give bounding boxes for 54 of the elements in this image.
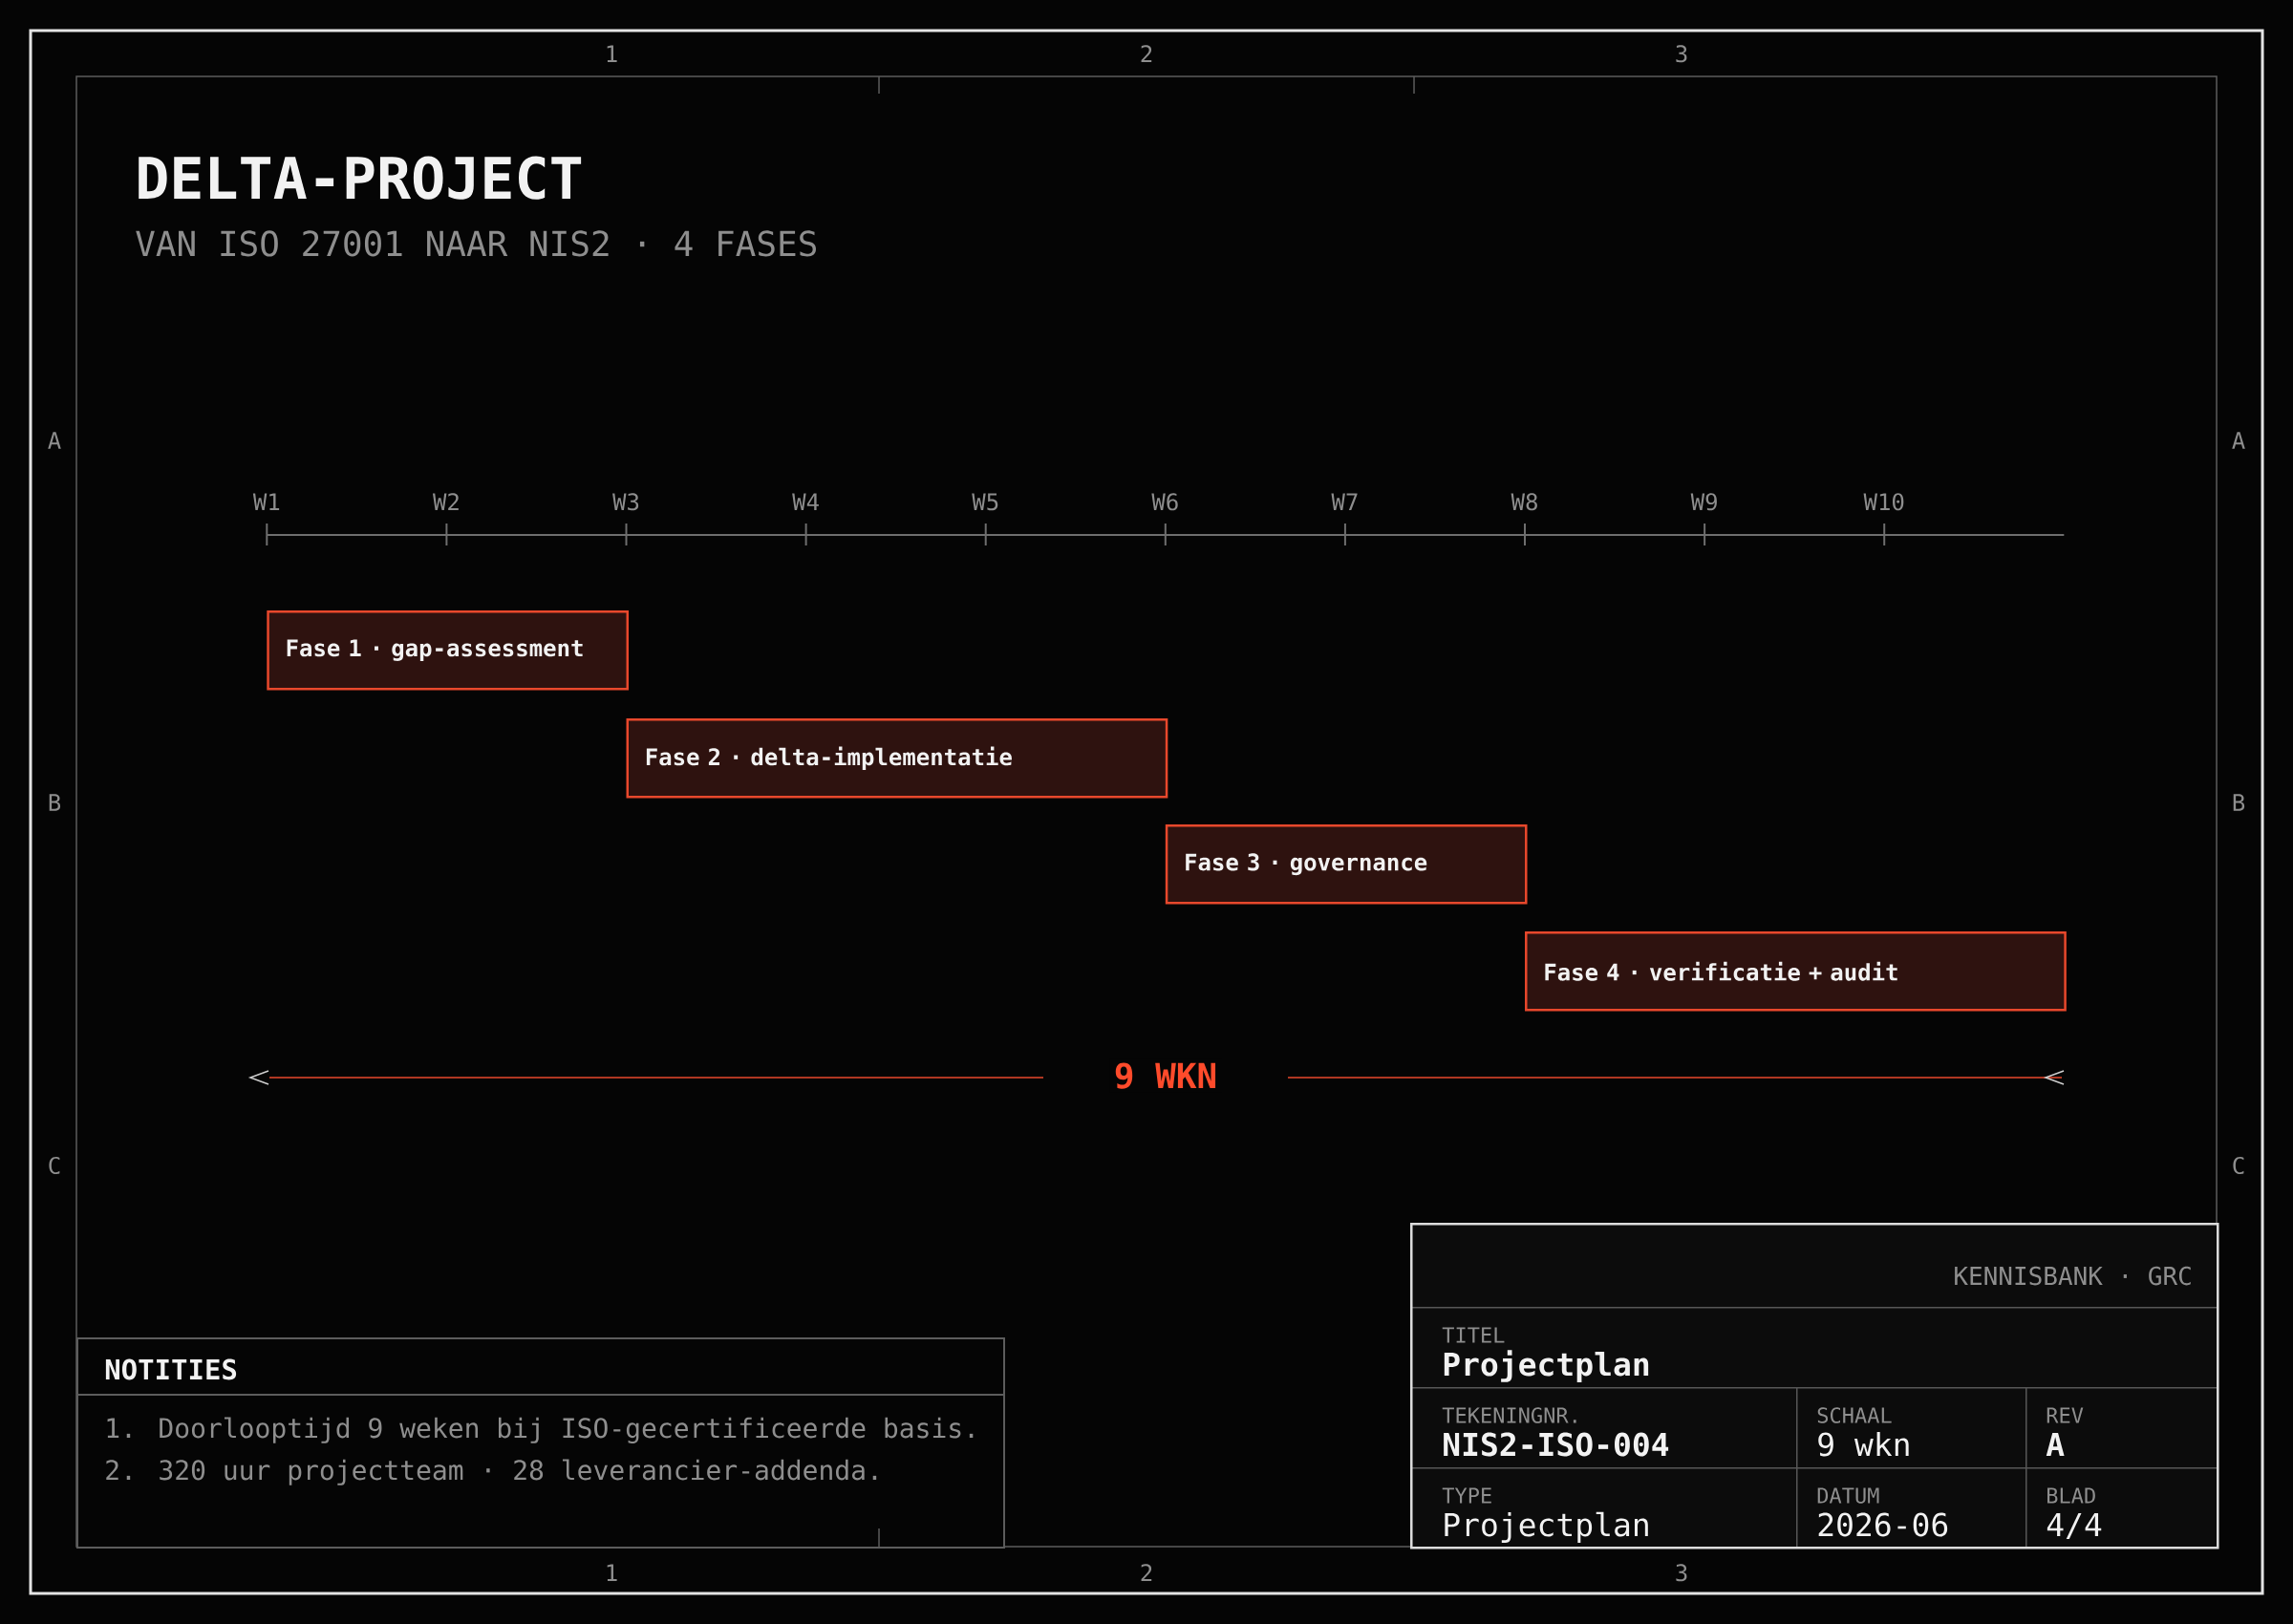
field-value: 9 wkn — [1818, 1431, 1909, 1457]
week-label: W7 — [1331, 493, 1358, 510]
title-block-cell — [2025, 1467, 2218, 1549]
title-block-cell — [2025, 1387, 2218, 1469]
zone-label: C — [49, 1156, 60, 1175]
notes-box — [75, 1337, 1005, 1549]
field-label: TEKENINGNR. — [1442, 1407, 1576, 1423]
zone-label: 2 — [1141, 1564, 1152, 1581]
zone-label: B — [49, 794, 61, 811]
title-block-cell — [1796, 1387, 2027, 1469]
zone-label: B — [2233, 794, 2245, 811]
phase-bar: Fase 2 · delta-implementatie — [626, 718, 1168, 799]
phase-bar: Fase 1 · gap-assessment — [267, 610, 629, 691]
week-label: W9 — [1690, 493, 1717, 511]
field-label: BLAD — [2047, 1487, 2095, 1504]
title-block-cell — [1796, 1467, 2027, 1549]
week-label: W10 — [1863, 493, 1904, 511]
title-block — [1410, 1223, 2219, 1549]
zone-label: A — [48, 432, 61, 449]
zone-label: 2 — [1141, 45, 1152, 62]
zone-label: C — [2233, 1156, 2244, 1175]
field-label: DATUM — [1817, 1487, 1879, 1504]
week-label: W3 — [612, 493, 639, 511]
cell-text: KENNISBANK · GRC — [1955, 1266, 2191, 1286]
field-value: A — [2046, 1432, 2065, 1456]
field-value: 4/4 — [2047, 1512, 2102, 1540]
field-label: TITEL — [1442, 1327, 1505, 1343]
subtitle: VAN ISO 27001 NAAR NIS2 · 4 FASES — [136, 230, 816, 257]
title: DELTA-PROJECT — [139, 156, 582, 200]
zone-label: 1 — [607, 45, 617, 62]
phase-bar: Fase 4 · verificatie + audit — [1525, 931, 2067, 1012]
title-block-cell — [1410, 1223, 2218, 1309]
zone-label: A — [2232, 432, 2245, 449]
week-label: W4 — [792, 493, 819, 510]
note-text: 2. 320 uur projectteam · 28 leverancier-addenda. — [106, 1459, 877, 1485]
note-text: 1. Doorlooptijd 9 weken bij ISO-gecertificeerde basis. — [107, 1417, 974, 1444]
week-label: W2 — [432, 493, 459, 510]
dimension-label: 9 WKN — [1109, 1058, 1222, 1093]
phase-bar: Fase 3 · governance — [1165, 824, 1528, 905]
notes-heading: NOTITIES — [105, 1358, 237, 1380]
field-value: Projectplan — [1445, 1511, 1648, 1543]
zone-label: 3 — [1676, 45, 1687, 63]
field-label: SCHAAL — [1817, 1407, 1892, 1423]
field-label: REV — [2047, 1407, 2084, 1423]
week-label: W1 — [252, 493, 280, 510]
week-label: W5 — [972, 493, 998, 511]
field-label: TYPE — [1442, 1487, 1491, 1504]
field-value: 2026-06 — [1818, 1512, 1948, 1537]
field-value: NIS2-ISO-004 — [1444, 1432, 1669, 1457]
title-block-cell — [1410, 1387, 1798, 1469]
field-value: Projectplan — [1444, 1350, 1649, 1382]
week-label: W6 — [1151, 493, 1178, 511]
title-block-cell — [1410, 1467, 1798, 1549]
week-label: W8 — [1511, 493, 1537, 511]
